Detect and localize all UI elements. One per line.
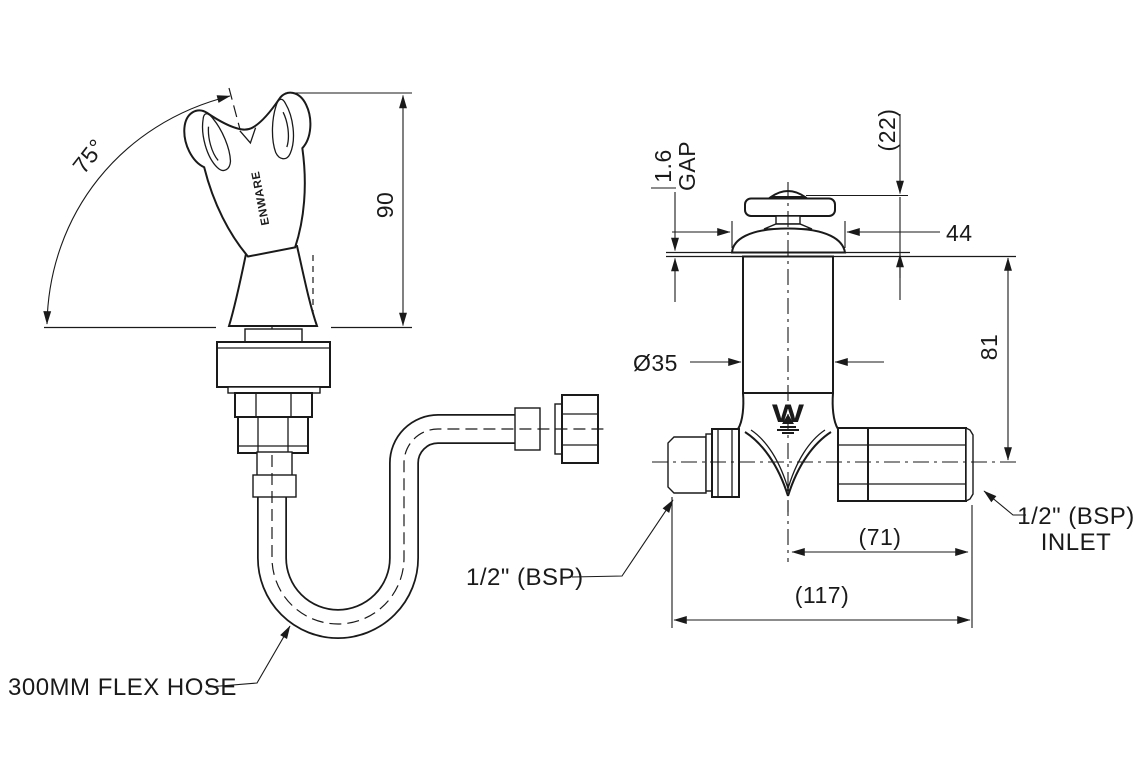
- handle-width-label: 44: [946, 220, 973, 246]
- overall-length-label: (117): [795, 582, 850, 608]
- outlet-hex-flange: [711, 428, 740, 498]
- gap-dimension: 1.6 GAP: [650, 141, 700, 302]
- nozzle-right-opening: [271, 98, 295, 160]
- inlet-label-group: 1/2" (BSP) INLET: [983, 490, 1135, 556]
- nozzle-top-notch: [239, 127, 257, 145]
- overall-length-dimension: (117): [671, 497, 971, 628]
- body-diameter-label: Ø35: [633, 350, 678, 376]
- nozzle-outline: [183, 91, 312, 258]
- body-funnel-left-inner: [750, 429, 790, 493]
- outlet-bsp-label: 1/2" (BSP): [466, 564, 584, 591]
- centre-inlet-dimension: (71): [791, 505, 973, 628]
- body-height-dimension: 81: [976, 257, 1012, 461]
- thread-collar: [244, 328, 303, 343]
- outlet-hex-flange-facets: [717, 429, 733, 497]
- inlet-barrel: [867, 427, 967, 502]
- body-height-label: 81: [976, 334, 1002, 361]
- outlet-thread: [667, 436, 707, 494]
- handle-width-extension-lines: [731, 221, 846, 248]
- inlet-bsp-label-line1: 1/2" (BSP): [1017, 503, 1135, 530]
- handle-bar: [744, 197, 836, 217]
- knob-height-label: (22): [874, 109, 900, 152]
- coupling-nut-facets: [238, 417, 308, 453]
- gap-value-label: 1.6: [650, 149, 676, 182]
- gap-word-label: GAP: [674, 141, 700, 191]
- body-funnel-right-inner: [786, 429, 826, 493]
- angle-arc: [43, 95, 231, 325]
- inlet-bsp-leader: [983, 490, 1026, 516]
- hose-ferrule: [252, 474, 297, 498]
- flex-hose-inner: [258, 415, 516, 638]
- front-view: W 1.6 GAP (22): [633, 109, 1135, 628]
- flex-hose-label: 300MM FLEX HOSE: [8, 674, 237, 701]
- flex-hose-leader: [207, 625, 291, 688]
- handle-width-dimension: 44: [672, 220, 973, 248]
- centre-inlet-label: (71): [859, 524, 902, 550]
- hex-nut: [234, 392, 313, 418]
- body-funnel-right-outer: [787, 431, 832, 497]
- flex-hose-centerline: [271, 428, 604, 625]
- body-shoulder-left: [737, 392, 745, 430]
- outlet-bsp-leader: [571, 499, 674, 578]
- knob-height-dimension: (22): [806, 109, 908, 300]
- hex-nut-facets: [255, 393, 292, 417]
- hose-end-nut-facets: [562, 413, 598, 446]
- body-funnel-left-outer: [744, 431, 789, 497]
- nozzle-left-opening-inner: [207, 126, 219, 161]
- nozzle-base-cone: [227, 244, 319, 327]
- height-dimension: 90: [285, 92, 412, 327]
- side-view: 75° 90 ENWARE: [8, 87, 674, 701]
- inlet-barrel-end: [965, 426, 974, 503]
- coupling-nut: [237, 416, 309, 454]
- riser-tube: [256, 451, 293, 478]
- nozzle-right-opening-inner: [282, 111, 290, 148]
- bubbler-nozzle: ENWARE: [183, 91, 312, 258]
- inlet-hex-nut: [837, 427, 869, 502]
- inlet-facet-lines: [838, 444, 966, 485]
- nozzle-left-opening: [201, 113, 232, 172]
- body-shoulder-right: [831, 392, 839, 430]
- inlet-bsp-label-line2: INLET: [1041, 529, 1112, 556]
- height-dimension-label: 90: [372, 192, 398, 219]
- body-diameter-dimension: Ø35: [633, 350, 884, 376]
- mounting-flange: [216, 341, 331, 388]
